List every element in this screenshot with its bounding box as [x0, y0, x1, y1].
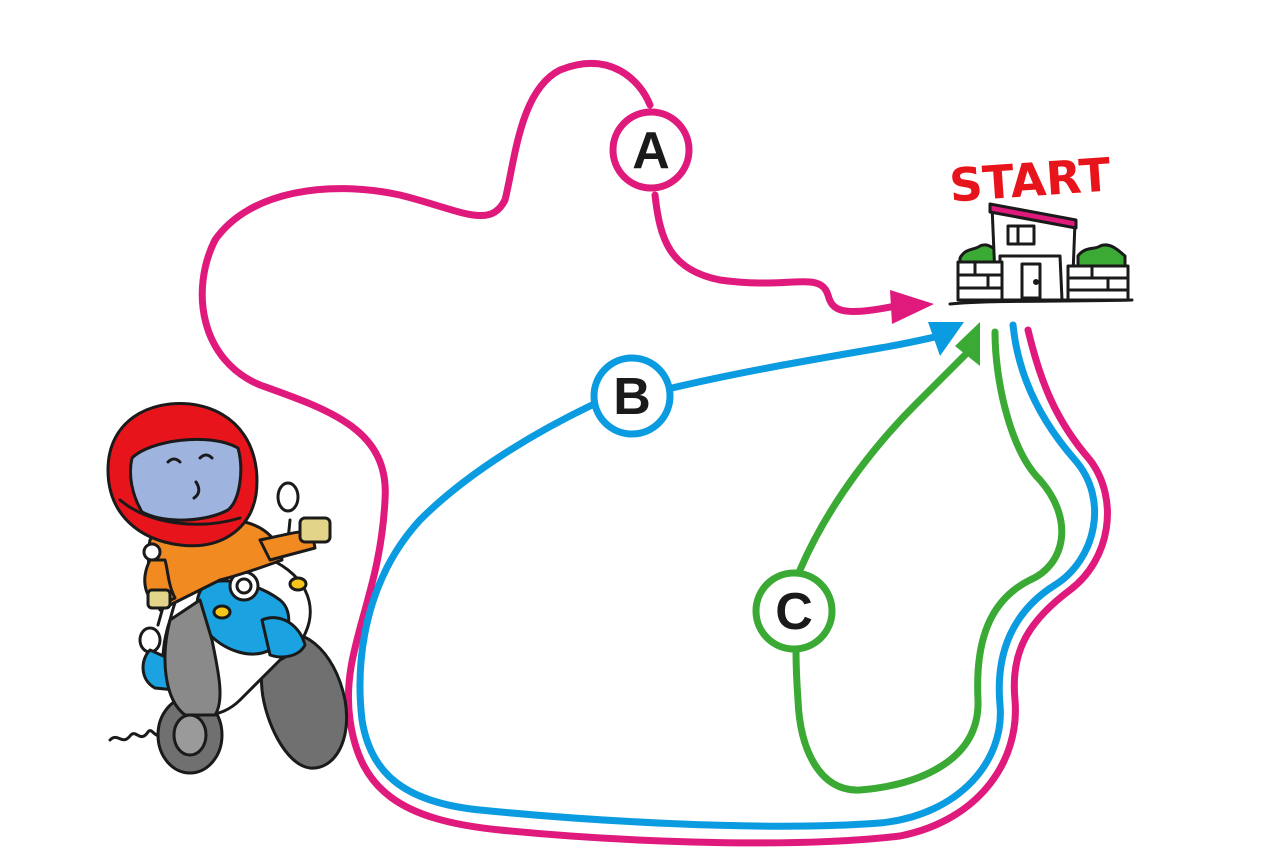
arrow-head-icon: [955, 322, 980, 366]
route-c: [792, 328, 1066, 794]
route-c-path-start: [792, 328, 1066, 794]
route-b: [356, 321, 1099, 830]
route-c-path-end: [796, 351, 969, 574]
route-c-badge: C: [752, 569, 836, 653]
route-c-label: C: [775, 583, 813, 641]
start-label: START: [948, 147, 1113, 212]
motorcycle-rider-illustration: [106, 402, 349, 775]
route-a-path-start: [198, 60, 1111, 847]
route-b-badge: B: [590, 354, 674, 438]
route-a-badge: A: [609, 108, 693, 192]
route-b-path-start: [356, 321, 1099, 830]
arrow-head-icon: [890, 290, 934, 324]
house-icon: [948, 202, 1134, 306]
route-a: [198, 60, 1111, 847]
route-a-label: A: [632, 122, 670, 180]
route-b-label: B: [613, 368, 651, 426]
route-b-path-end: [668, 330, 952, 392]
arrow-head-icon: [928, 322, 964, 356]
route-a-path-end: [651, 191, 904, 315]
